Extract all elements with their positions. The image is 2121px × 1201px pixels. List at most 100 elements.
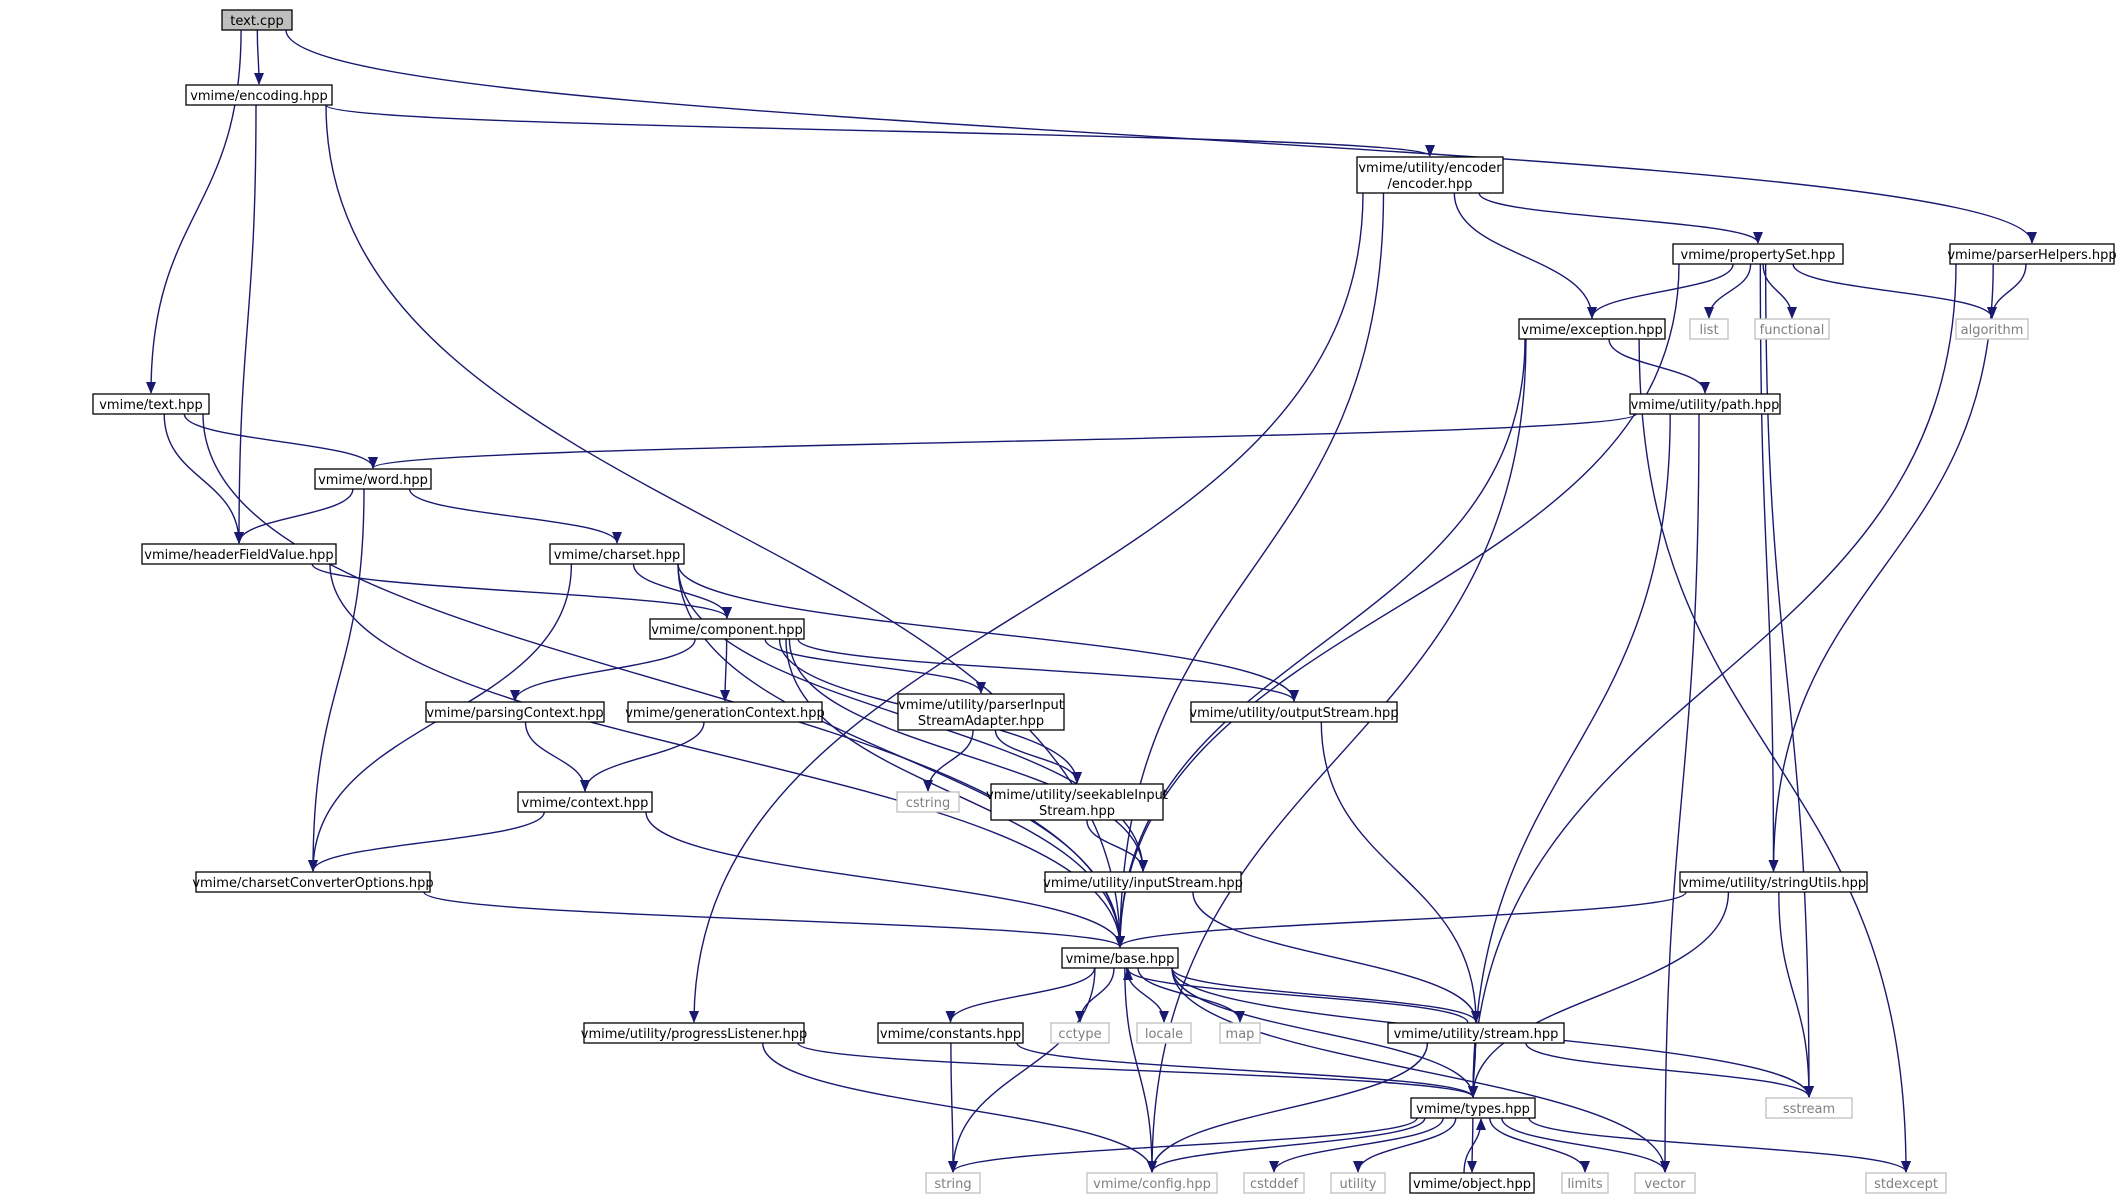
node-vmime-word-hpp[interactable]: vmime/word.hpp <box>314 468 432 490</box>
node-vmime-component-hpp[interactable]: vmime/component.hpp <box>649 618 805 640</box>
node-vmime-utility-inputstream-hpp[interactable]: vmime/utility/inputStream.hpp <box>1043 871 1243 893</box>
node-box <box>877 1022 1024 1044</box>
node-vmime-constants-hpp[interactable]: vmime/constants.hpp <box>877 1022 1024 1044</box>
edge-layer <box>146 29 2037 1174</box>
node-box <box>896 791 960 813</box>
node-label: vmime/generationContext.hpp <box>625 706 825 721</box>
node-label: cstring <box>906 796 950 811</box>
node-vmime-exception-hpp[interactable]: vmime/exception.hpp <box>1518 318 1666 340</box>
node-box <box>1356 156 1504 194</box>
edge-vmime-exception-hpp-to-stdexcept <box>1638 338 1911 1173</box>
edge-vmime-utility-encoder-encoder-hpp-to-vmime-propertyset-hpp <box>1478 192 1763 244</box>
node-label: vmime/utility/stringUtils.hpp <box>1681 876 1866 891</box>
edge-vmime-utility-stream-hpp-to-vmime-base-hpp <box>1123 968 1469 1024</box>
node-text-cpp[interactable]: text.cpp <box>221 9 293 31</box>
node-box <box>1634 1172 1696 1194</box>
node-vmime-base-hpp[interactable]: vmime/base.hpp <box>1061 947 1179 969</box>
edge-vmime-utility-stringutils-hpp-to-vmime-base-hpp <box>1115 891 1687 948</box>
node-vmime-generationcontext-hpp[interactable]: vmime/generationContext.hpp <box>625 701 825 723</box>
edge-vmime-encoding-hpp-to-vmime-headerfieldvalue-hpp <box>234 104 257 544</box>
edge-vmime-component-hpp-to-vmime-utility-inputstream-hpp <box>788 638 1148 872</box>
node-label: vmime/charset.hpp <box>554 548 680 563</box>
edge-vmime-utility-encoder-encoder-hpp-to-vmime-utility-progresslistener-hpp <box>689 192 1364 1023</box>
node-vmime-utility-stream-hpp[interactable]: vmime/utility/stream.hpp <box>1387 1022 1565 1044</box>
node-vmime-charsetconverteroptions-hpp[interactable]: vmime/charsetConverterOptions.hpp <box>192 871 434 893</box>
node-label: utility <box>1340 1177 1377 1192</box>
node-box <box>1949 243 2115 265</box>
node-vmime-utility-stringutils-hpp[interactable]: vmime/utility/stringUtils.hpp <box>1679 871 1868 893</box>
node-vmime-utility-path-hpp[interactable]: vmime/utility/path.hpp <box>1629 393 1781 415</box>
node-vmime-context-hpp[interactable]: vmime/context.hpp <box>517 791 653 813</box>
node-box <box>1190 701 1398 723</box>
node-box <box>1409 1172 1535 1194</box>
node-label: vmime/utility/stream.hpp <box>1394 1027 1559 1042</box>
node-vmime-object-hpp[interactable]: vmime/object.hpp <box>1409 1172 1535 1194</box>
node-box <box>1561 1172 1609 1194</box>
edge-vmime-utility-inputstream-hpp-to-vmime-utility-stream-hpp <box>1192 891 1481 1023</box>
node-vmime-parserhelpers-hpp[interactable]: vmime/parserHelpers.hpp <box>1947 243 2117 265</box>
edge-vmime-utility-parserinput-streamadapter-hpp-to-vmime-utility-seekableinput-stream-hpp <box>994 729 1082 784</box>
node-map: map <box>1219 1022 1261 1044</box>
node-label: map <box>1226 1027 1255 1042</box>
edge-vmime-propertyset-hpp-to-functional <box>1762 263 1797 319</box>
node-vmime-utility-encoder-encoder-hpp[interactable]: vmime/utility/encoder/encoder.hpp <box>1356 156 1504 194</box>
edge-vmime-types-hpp-to-string <box>948 1117 1418 1173</box>
node-label: vector <box>1644 1177 1686 1192</box>
node-label: StreamAdapter.hpp <box>918 714 1044 729</box>
edge-vmime-utility-progresslistener-hpp-to-vmime-types-hpp <box>797 1042 1478 1098</box>
edge-vmime-exception-hpp-to-vmime-base-hpp <box>1115 338 1526 948</box>
edge-vmime-utility-parserinput-streamadapter-hpp-to-cstring <box>923 729 974 792</box>
node-label: vmime/base.hpp <box>1066 952 1175 967</box>
edge-vmime-constants-hpp-to-string <box>947 1042 958 1173</box>
edge-vmime-propertyset-hpp-to-vmime-exception-hpp <box>1587 263 1734 319</box>
node-box <box>1387 1022 1565 1044</box>
edge-vmime-charset-hpp-to-vmime-utility-outputstream-hpp <box>677 563 1299 702</box>
node-box <box>221 9 293 31</box>
node-box <box>1044 871 1242 893</box>
edge-vmime-types-hpp-to-utility <box>1353 1117 1457 1173</box>
node-box <box>1765 1097 1853 1119</box>
node-vmime-utility-progresslistener-hpp[interactable]: vmime/utility/progressListener.hpp <box>581 1022 807 1044</box>
edge-vmime-parsingcontext-hpp-to-vmime-context-hpp <box>524 721 590 792</box>
node-vmime-types-hpp[interactable]: vmime/types.hpp <box>1410 1097 1536 1119</box>
edge-vmime-base-hpp-to-vmime-constants-hpp <box>945 967 1096 1023</box>
node-label: vmime/utility/parserInput <box>898 698 1064 713</box>
node-box <box>897 693 1065 731</box>
node-label: vmime/context.hpp <box>522 796 649 811</box>
node-box <box>92 393 210 415</box>
node-label: vmime/constants.hpp <box>880 1027 1021 1042</box>
node-vmime-text-hpp[interactable]: vmime/text.hpp <box>92 393 210 415</box>
edge-vmime-propertyset-hpp-to-vmime-utility-stringutils-hpp <box>1759 263 1779 872</box>
node-label: vmime/parsingContext.hpp <box>426 706 603 721</box>
node-box <box>1410 1097 1536 1119</box>
node-box <box>1629 393 1781 415</box>
node-vmime-charset-hpp[interactable]: vmime/charset.hpp <box>549 543 685 565</box>
edge-vmime-propertyset-hpp-to-list <box>1704 263 1752 319</box>
edge-vmime-component-hpp-to-vmime-parsingcontext-hpp <box>510 638 696 702</box>
edge-vmime-utility-path-hpp-to-vector <box>1660 413 1700 1173</box>
edge-vmime-types-hpp-to-vmime-config-hpp <box>1147 1117 1426 1173</box>
node-label: vmime/utility/encoder <box>1358 161 1502 176</box>
node-vmime-parsingcontext-hpp[interactable]: vmime/parsingContext.hpp <box>425 701 605 723</box>
node-box <box>1689 318 1729 340</box>
edge-vmime-base-hpp-to-vector <box>1171 967 1670 1173</box>
node-box <box>195 871 431 893</box>
node-box <box>549 543 685 565</box>
edge-vmime-exception-hpp-to-vmime-utility-path-hpp <box>1608 338 1710 394</box>
node-vmime-headerfieldvalue-hpp[interactable]: vmime/headerFieldValue.hpp <box>141 543 337 565</box>
node-vmime-utility-parserinput-streamadapter-hpp[interactable]: vmime/utility/parserInputStreamAdapter.h… <box>897 693 1065 731</box>
edge-vmime-base-hpp-to-string <box>948 967 1096 1173</box>
node-box <box>314 468 432 490</box>
edge-vmime-component-hpp-to-vmime-generationcontext-hpp <box>720 638 731 702</box>
edge-vmime-utility-stream-hpp-to-vmime-types-hpp <box>1468 1042 1479 1098</box>
node-label: vmime/utility/seekableInput <box>986 788 1168 803</box>
node-label: vmime/utility/path.hpp <box>1631 398 1780 413</box>
edge-vmime-component-hpp-to-vmime-utility-outputstream-hpp <box>797 638 1299 702</box>
node-vmime-utility-outputstream-hpp[interactable]: vmime/utility/outputStream.hpp <box>1189 701 1399 723</box>
edge-vmime-text-hpp-to-vmime-word-hpp <box>183 413 378 469</box>
node-vmime-encoding-hpp[interactable]: vmime/encoding.hpp <box>185 84 333 106</box>
node-vmime-propertyset-hpp[interactable]: vmime/propertySet.hpp <box>1672 243 1844 265</box>
node-label: vmime/utility/inputStream.hpp <box>1043 876 1243 891</box>
edge-vmime-charsetconverteroptions-hpp-to-vmime-base-hpp <box>423 891 1125 948</box>
